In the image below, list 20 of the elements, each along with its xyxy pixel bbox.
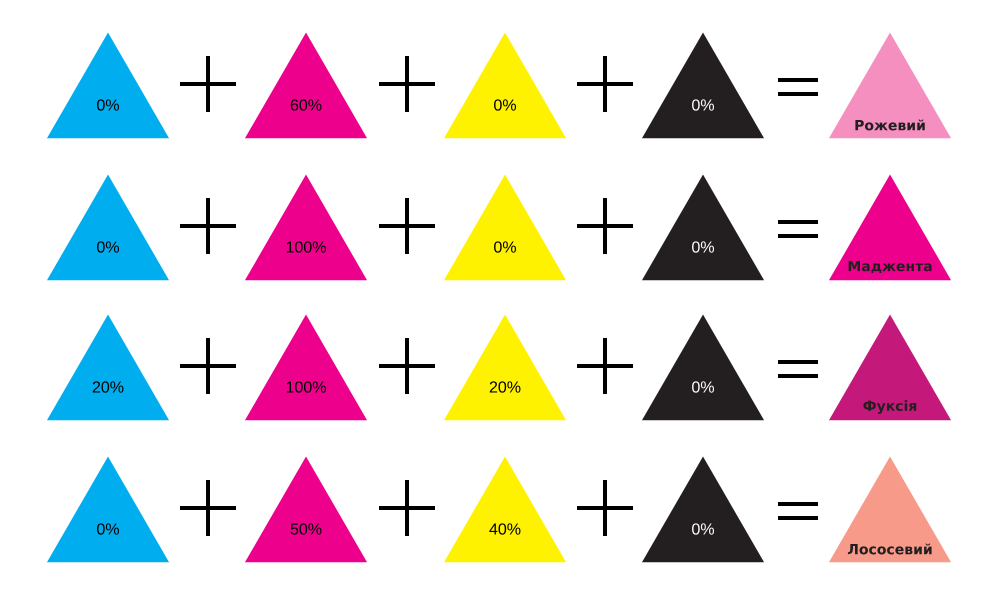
triangle: 50% bbox=[244, 456, 368, 562]
triangle: 20% bbox=[46, 314, 170, 420]
triangle: 0% bbox=[642, 32, 764, 138]
triangle: 0% bbox=[642, 456, 764, 562]
triangle: 0% bbox=[46, 174, 170, 280]
triangle: 0% bbox=[642, 174, 764, 280]
triangle: 0% bbox=[46, 32, 170, 138]
triangle: 0% bbox=[46, 456, 170, 562]
result-triangle: Маджента bbox=[828, 174, 952, 280]
triangle: 0% bbox=[444, 174, 566, 280]
result-triangle: Рожевий bbox=[828, 32, 952, 138]
triangle: 0% bbox=[444, 32, 566, 138]
result-triangle: Фуксія bbox=[828, 314, 952, 420]
result-triangle: Лососевий bbox=[828, 456, 952, 562]
triangle: 40% bbox=[444, 456, 566, 562]
triangle: 100% bbox=[244, 314, 368, 420]
triangle: 100% bbox=[244, 174, 368, 280]
triangle: 60% bbox=[244, 32, 368, 138]
triangle: 20% bbox=[444, 314, 566, 420]
triangle: 0% bbox=[642, 314, 764, 420]
